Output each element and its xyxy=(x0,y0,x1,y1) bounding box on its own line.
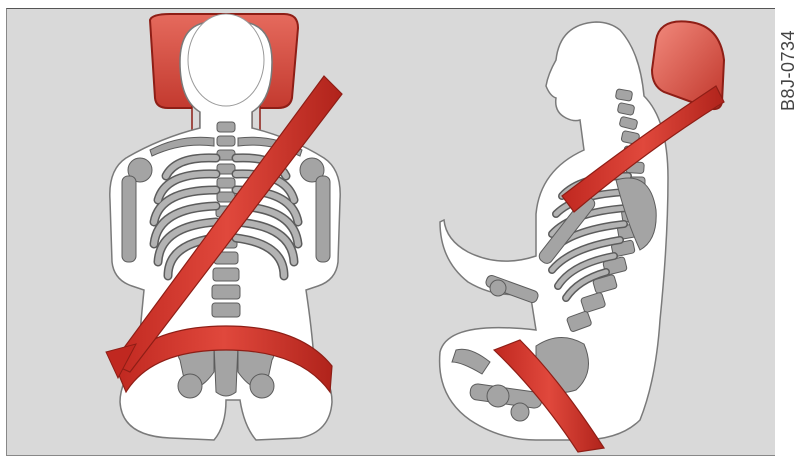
figure-code-label: B8J-0734 xyxy=(776,10,802,130)
front-view-figure xyxy=(106,14,342,440)
figure-code: B8J-0734 xyxy=(779,29,800,110)
front-head xyxy=(188,14,264,106)
side-view-figure xyxy=(440,21,724,452)
